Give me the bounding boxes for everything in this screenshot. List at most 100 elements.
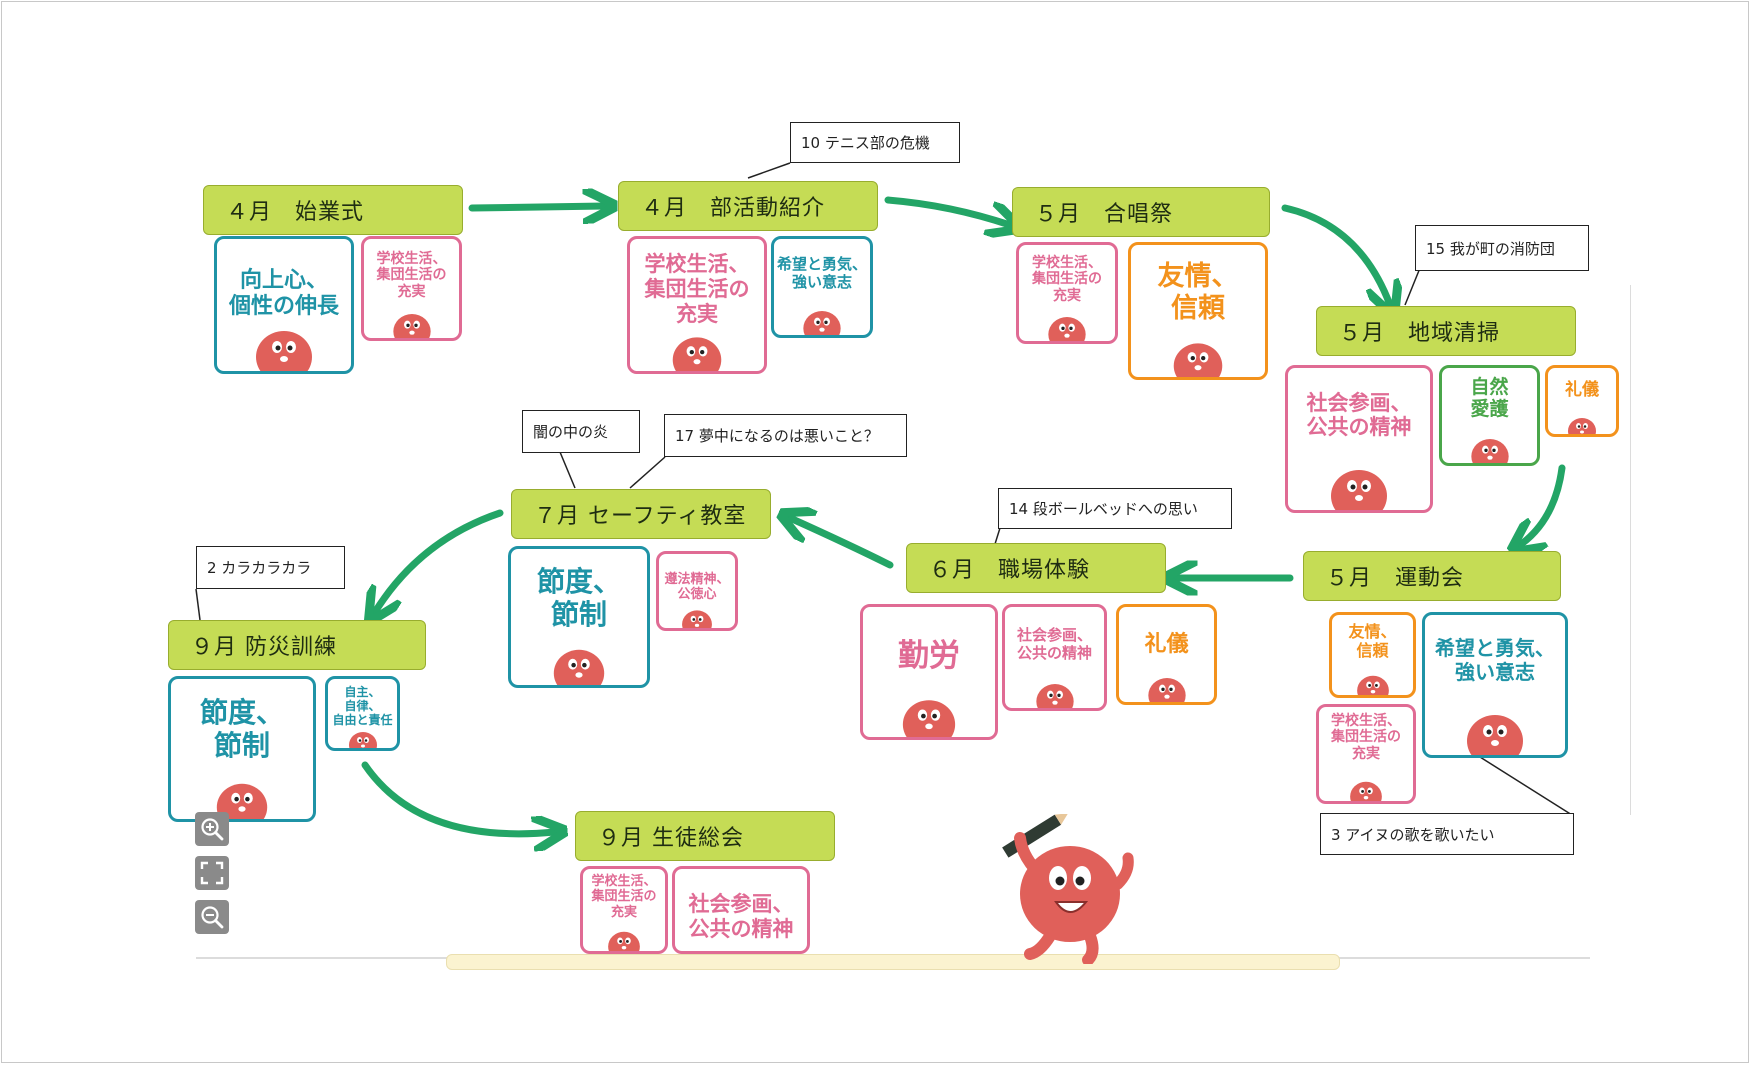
lesson-note[interactable]: 闇の中の炎 <box>522 410 640 453</box>
mascot-icon <box>553 649 605 685</box>
mascot-icon <box>1147 678 1186 702</box>
value-card[interactable]: 礼儀 <box>1545 365 1619 437</box>
value-card[interactable]: 節度、 節制 <box>168 676 316 822</box>
value-card-text: 学校生活、 集団生活の 充実 <box>376 250 447 300</box>
value-card[interactable]: 希望と勇気、 強い意志 <box>1422 612 1568 758</box>
mascot-icon <box>1568 418 1596 434</box>
lesson-note[interactable]: 14 段ボールベッドへの思い <box>998 488 1232 529</box>
fit-screen-icon <box>200 861 224 885</box>
arrow-8 <box>361 761 555 834</box>
mascot-icon <box>1173 343 1223 377</box>
note-pointer-3 <box>559 451 576 489</box>
zoom-out-icon <box>201 906 224 929</box>
value-card-text: 学校生活、 集団生活の 充実 <box>644 252 750 326</box>
arrow-1 <box>468 206 605 208</box>
mascot-icon <box>256 331 312 371</box>
mascot-icon <box>608 931 640 951</box>
mascot-pencil-icon <box>1002 814 1134 964</box>
note-pointer-1 <box>747 162 791 179</box>
note-pointer-2 <box>1404 267 1421 306</box>
value-card[interactable]: 友情、 信頼 <box>1128 242 1268 380</box>
value-card[interactable]: 自主、 自律、 自由と責任 <box>325 676 400 751</box>
value-card[interactable]: 社会参画、 公共の精神 <box>672 866 810 954</box>
value-card[interactable]: 希望と勇気、 強い意志 <box>771 236 873 338</box>
note-pointer-6 <box>195 588 201 621</box>
arrow-7 <box>375 509 504 612</box>
value-card-text: 向上心、 個性の伸長 <box>228 268 339 319</box>
value-card-text: 学校生活、 集団生活の 充実 <box>1032 254 1102 304</box>
value-card-text: 社会参画、 公共の精神 <box>1306 390 1412 440</box>
arrow-3 <box>1281 204 1390 305</box>
mascot-icon <box>1331 470 1387 510</box>
mascot-icon <box>682 610 712 628</box>
mascot-icon <box>392 314 431 338</box>
value-card[interactable]: 学校生活、 集団生活の 充実 <box>627 236 767 374</box>
mascot-icon <box>1048 317 1086 341</box>
value-card-text: 自主、 自律、 自由と責任 <box>332 684 393 727</box>
arrow-4 <box>1520 464 1566 545</box>
mascot-icon <box>216 783 268 819</box>
mascot-icon <box>1356 675 1389 695</box>
value-card[interactable]: 勤労 <box>860 604 998 740</box>
zoom-in-button[interactable] <box>195 812 229 846</box>
arrow-6 <box>790 518 894 569</box>
note-pointer-7 <box>1479 756 1573 816</box>
value-card[interactable]: 友情、 信頼 <box>1329 612 1416 698</box>
value-card[interactable]: 学校生活、 集団生活の 充実 <box>1016 242 1118 344</box>
value-card-text: 友情、 信頼 <box>1348 622 1397 660</box>
fit-screen-button[interactable] <box>195 856 229 890</box>
value-card-text: 社会参画、 公共の精神 <box>688 891 794 941</box>
value-card[interactable]: 向上心、 個性の伸長 <box>214 236 354 374</box>
value-card-text: 自然 愛護 <box>1470 375 1509 420</box>
lesson-note[interactable]: 10 テニス部の危機 <box>790 122 960 163</box>
value-card-text: 社会参画、 公共の精神 <box>1016 626 1092 662</box>
arrow-2 <box>884 196 1010 225</box>
value-card-text: 友情、 信頼 <box>1157 260 1239 324</box>
value-card[interactable]: 社会参画、 公共の精神 <box>1002 604 1107 711</box>
zoom-out-button[interactable] <box>195 900 229 934</box>
mascot-icon <box>1350 781 1382 801</box>
event-april-club-intro[interactable]: ４月 部活動紹介 <box>618 181 878 231</box>
value-card[interactable]: 礼儀 <box>1116 604 1217 705</box>
value-card[interactable]: 遵法精神、 公徳心 <box>656 551 738 631</box>
note-pointer-5 <box>994 527 1001 545</box>
event-april-opening[interactable]: ４月 始業式 <box>203 185 463 235</box>
value-card[interactable]: 社会参画、 公共の精神 <box>1285 365 1433 513</box>
value-card-text: 勤労 <box>898 638 960 675</box>
scroll-edge <box>1630 285 1631 815</box>
bottom-panel <box>446 954 1340 970</box>
event-june-work-experience[interactable]: ６月 職場体験 <box>906 543 1166 593</box>
event-september-student-assembly[interactable]: ９月 生徒総会 <box>575 811 835 861</box>
event-september-disaster-drill[interactable]: ９月 防災訓練 <box>168 620 426 670</box>
value-card[interactable]: 学校生活、 集団生活の 充実 <box>361 236 462 341</box>
lesson-note[interactable]: 2 カラカラカラ <box>196 546 345 589</box>
value-card-text: 希望と勇気、 強い意志 <box>1435 636 1555 684</box>
mascot-icon <box>348 732 377 748</box>
event-may-sports-day[interactable]: ５月 運動会 <box>1303 551 1561 601</box>
value-card-text: 学校生活、 集団生活の 充実 <box>591 873 657 920</box>
value-card-text: 礼儀 <box>1565 379 1599 400</box>
event-july-safety-class[interactable]: ７月 セーフティ教室 <box>511 489 771 539</box>
value-card-text: 節度、 節制 <box>536 565 621 632</box>
mascot-icon <box>1467 715 1523 755</box>
mascot-icon <box>672 337 722 371</box>
value-card-text: 学校生活、 集団生活の 充実 <box>1331 712 1401 762</box>
event-may-cleanup[interactable]: ５月 地域清掃 <box>1316 306 1576 356</box>
note-pointer-4 <box>629 456 666 489</box>
mascot-icon <box>803 311 841 335</box>
value-card-text: 遵法精神、 公徳心 <box>664 571 730 603</box>
mascot-icon <box>1470 439 1509 463</box>
value-card[interactable]: 学校生活、 集団生活の 充実 <box>580 866 668 954</box>
value-card[interactable]: 自然 愛護 <box>1439 365 1540 466</box>
event-may-choir[interactable]: ５月 合唱祭 <box>1012 187 1270 237</box>
lesson-note[interactable]: 15 我が町の消防団 <box>1415 225 1589 271</box>
value-card[interactable]: 学校生活、 集団生活の 充実 <box>1316 704 1416 804</box>
value-card-text: 節度、 節制 <box>199 695 284 762</box>
lesson-note[interactable]: 17 夢中になるのは悪いこと？ <box>664 414 907 457</box>
zoom-in-icon <box>201 818 224 841</box>
value-card[interactable]: 節度、 節制 <box>508 546 650 688</box>
mascot-icon <box>902 700 956 737</box>
lesson-note[interactable]: 3 アイヌの歌を歌いたい <box>1320 813 1574 855</box>
